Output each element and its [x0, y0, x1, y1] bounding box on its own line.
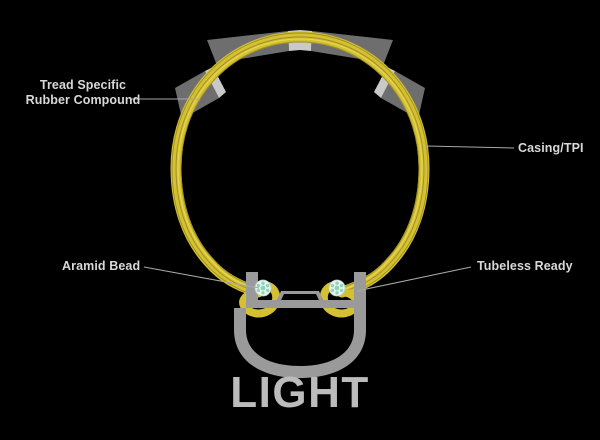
rim-profile	[234, 272, 366, 378]
casing-strands	[170, 31, 430, 298]
callout-label-casing-tpi: Casing/TPI	[518, 141, 584, 155]
bead-right	[328, 279, 346, 297]
callout-label-aramid-bead: Aramid Bead	[62, 259, 141, 273]
callout-label-tubeless-ready: Tubeless Ready	[477, 259, 573, 273]
bead-left	[254, 279, 272, 297]
callout-label-tread-compound: Tread Specific Rubber Compound	[25, 78, 141, 107]
leader-lines	[130, 98, 515, 292]
leader-line-aramid	[143, 266, 260, 289]
leader-line-tubeless	[356, 266, 472, 292]
wordmark-light: LIGHT	[230, 368, 370, 417]
leader-line-casing	[425, 145, 515, 149]
